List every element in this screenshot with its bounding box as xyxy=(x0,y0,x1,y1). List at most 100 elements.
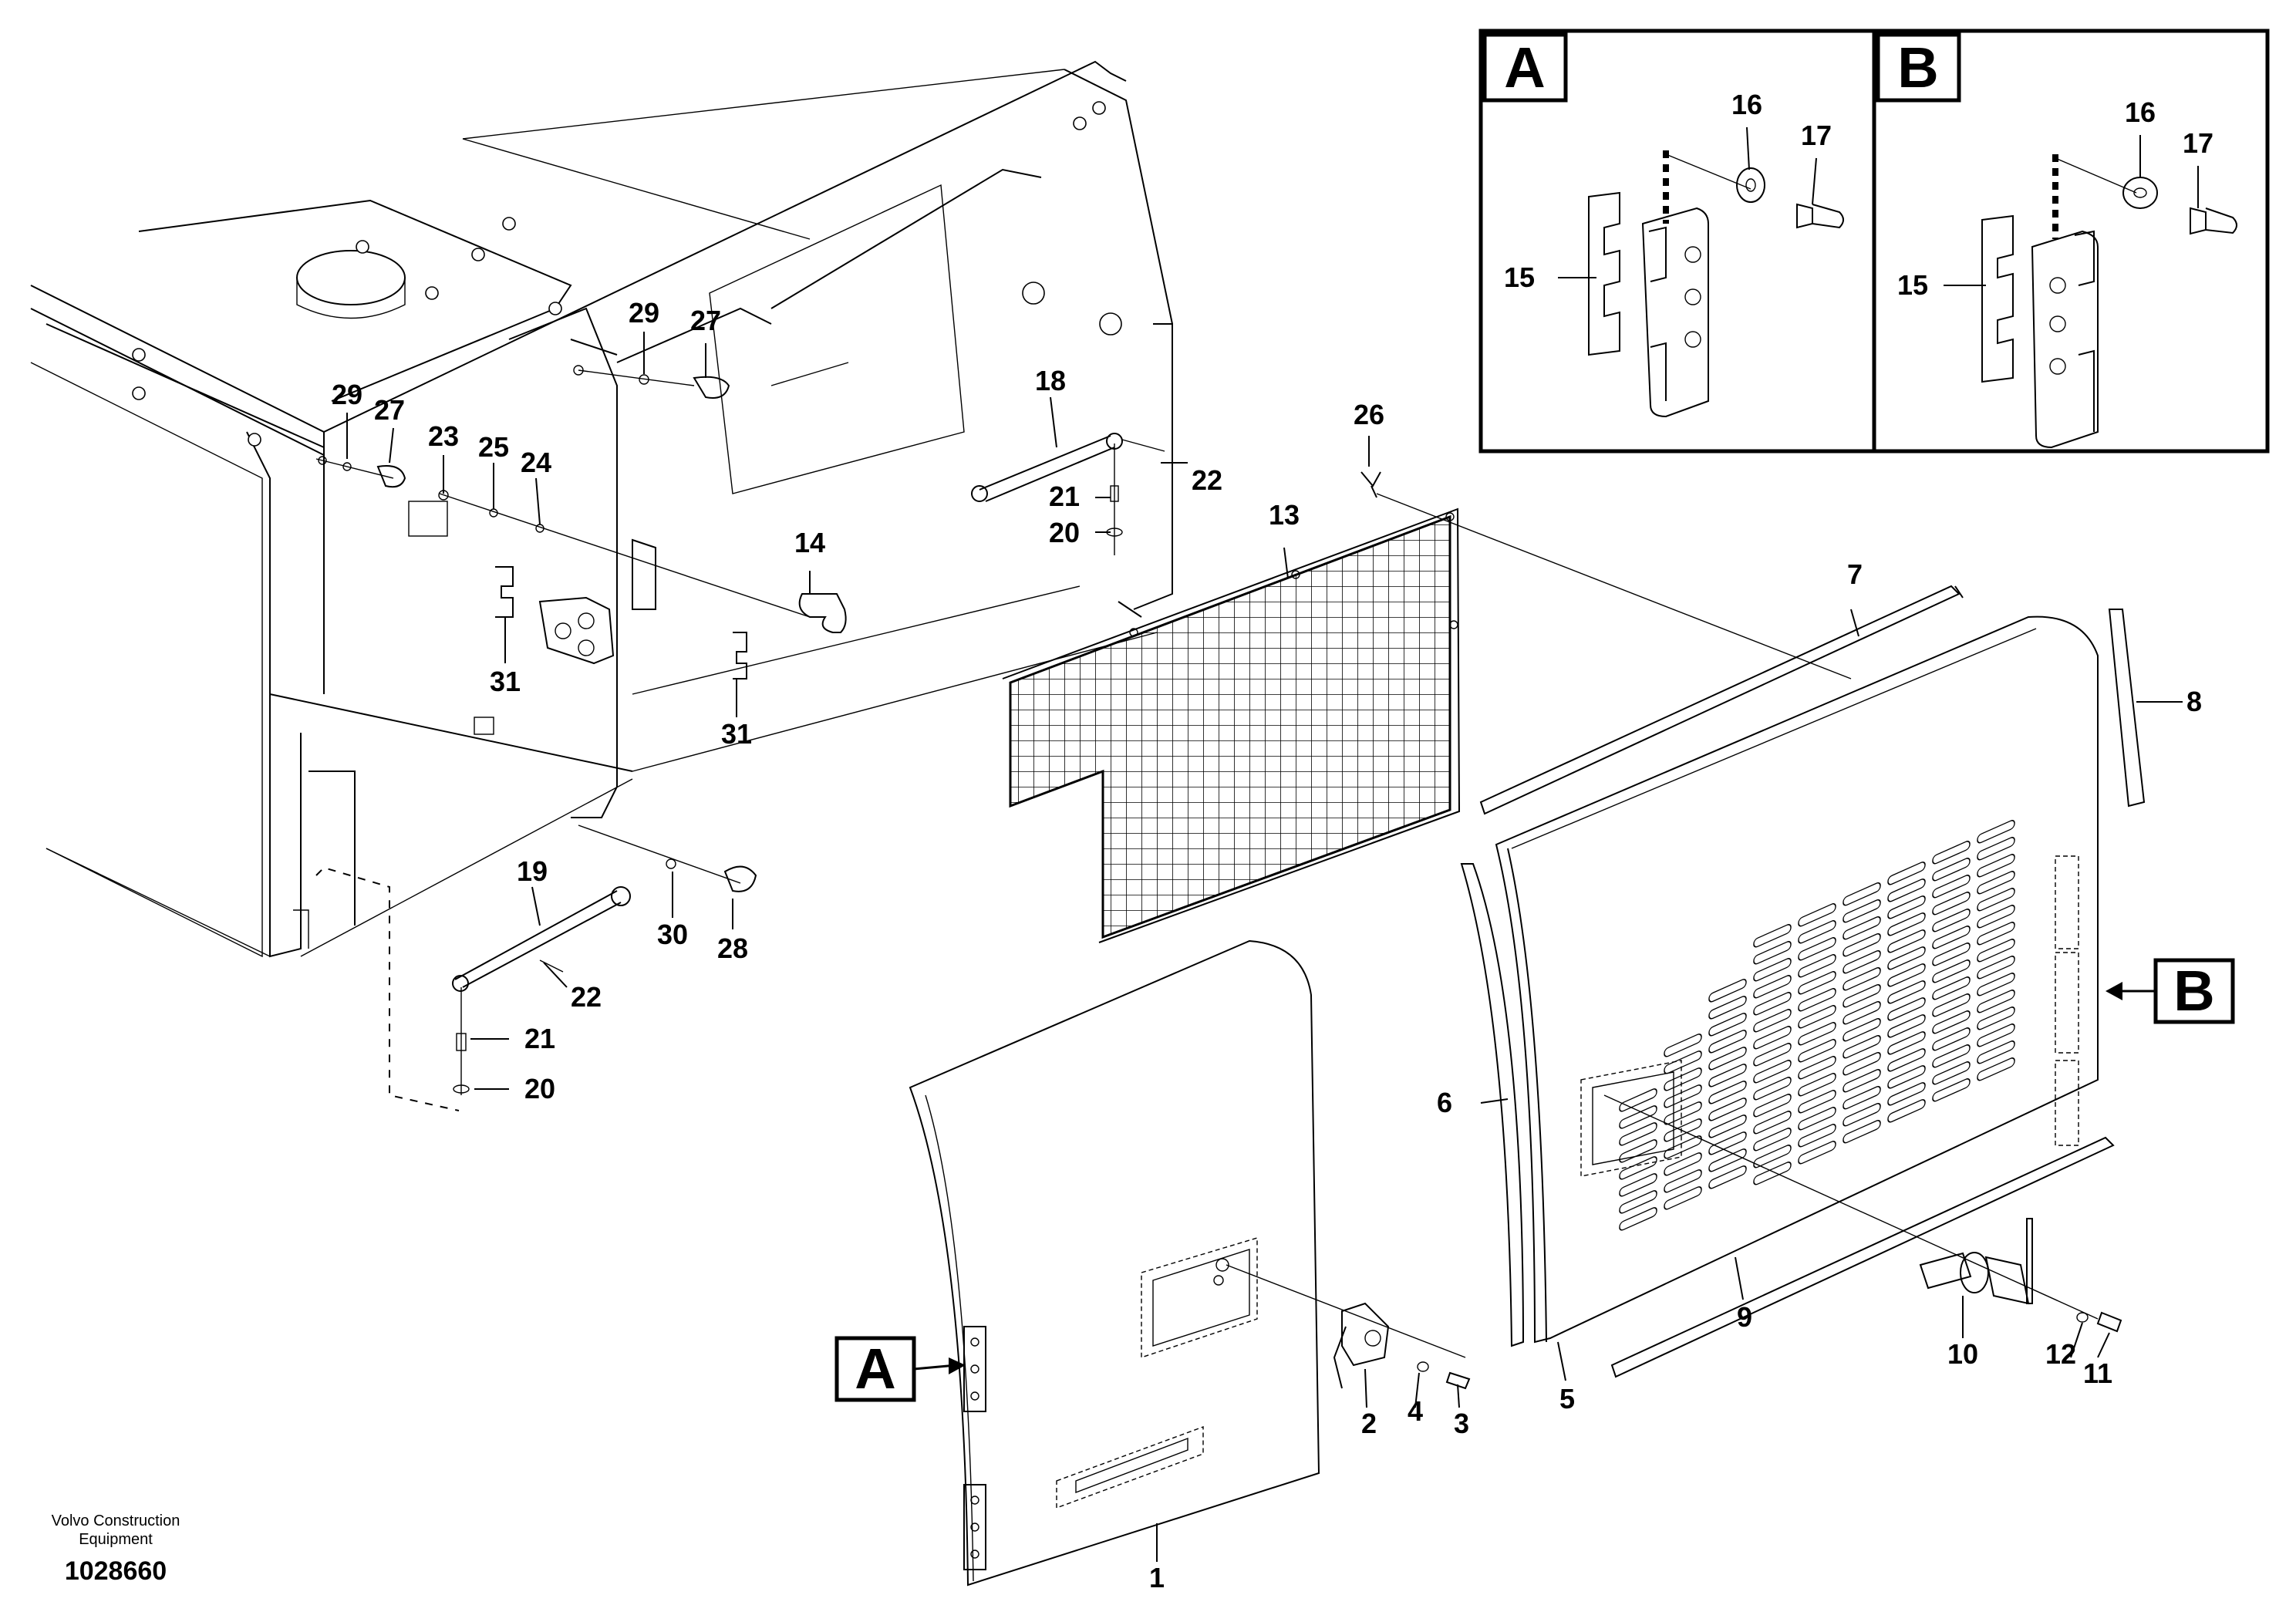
label-4: 4 xyxy=(1408,1395,1423,1427)
louver-slot xyxy=(1843,1001,1881,1025)
label-11: 11 xyxy=(2083,1357,2112,1389)
louver-slot xyxy=(1887,1031,1926,1055)
louver-slot xyxy=(1664,1067,1702,1091)
label-15-a: 15 xyxy=(1504,261,1535,293)
louver-slot xyxy=(1932,1061,1971,1085)
label-12: 12 xyxy=(2045,1338,2076,1370)
louver-slot xyxy=(1798,920,1836,944)
louver-slot xyxy=(1708,1098,1747,1121)
label-18: 18 xyxy=(1035,365,1066,396)
label-25: 25 xyxy=(478,431,509,463)
louver-slot xyxy=(1753,1128,1792,1152)
lock-assembly-10 xyxy=(1919,1218,2122,1333)
louver-slot xyxy=(1843,984,1881,1008)
louver-slot xyxy=(1708,1013,1747,1037)
louver-slot xyxy=(1843,1103,1881,1127)
louver-slot xyxy=(1753,992,1792,1016)
louver-slot xyxy=(1664,1118,1702,1142)
seal-strip-7 xyxy=(1479,585,1964,815)
louver-slot xyxy=(1843,933,1881,957)
louver-slot xyxy=(1708,1030,1747,1054)
louver-slot xyxy=(1708,1131,1747,1155)
louver-slot xyxy=(1887,997,1926,1021)
louver-slot xyxy=(1932,976,1971,1000)
callout-b: B xyxy=(2106,958,2235,1024)
label-14: 14 xyxy=(794,527,825,558)
louver-slot xyxy=(1798,903,1836,927)
louver-slot xyxy=(1708,1081,1747,1104)
detail-a-letter: A xyxy=(1504,35,1545,99)
detail-a-hinge: A xyxy=(1482,32,1844,418)
detail-b-hinge: B xyxy=(1876,32,2237,449)
label-31-left: 31 xyxy=(490,666,521,697)
label-16-b: 16 xyxy=(2125,96,2156,128)
label-27-right: 27 xyxy=(690,305,721,336)
louver-slot xyxy=(1977,1023,2015,1047)
label-23: 23 xyxy=(428,420,459,452)
louver-slot xyxy=(1977,888,2015,912)
louver-slot xyxy=(1619,1173,1657,1197)
louver-slot xyxy=(1887,862,1926,885)
louver-slot xyxy=(1798,1005,1836,1029)
louver-slot xyxy=(1887,963,1926,987)
label-29-left: 29 xyxy=(332,379,362,410)
callout-b-letter: B xyxy=(2173,959,2214,1023)
label-5: 5 xyxy=(1559,1383,1575,1415)
louver-slot xyxy=(1932,959,1971,983)
callout-a: A xyxy=(834,1336,966,1402)
louver-slot xyxy=(1977,1007,2015,1030)
louver-slot xyxy=(1932,892,1971,916)
louver-slot xyxy=(1887,980,1926,1004)
label-30: 30 xyxy=(657,919,688,950)
louver-slot xyxy=(1708,1114,1747,1138)
louver-slot xyxy=(1619,1105,1657,1129)
louver-slot xyxy=(1798,1039,1836,1063)
label-17-b: 17 xyxy=(2183,127,2213,159)
label-15-b: 15 xyxy=(1897,269,1928,301)
louver-slot xyxy=(1798,988,1836,1012)
louver-slot xyxy=(1843,1086,1881,1110)
louver-slot xyxy=(1798,1090,1836,1114)
louver-slot xyxy=(1664,1034,1702,1057)
louver-slot xyxy=(1977,939,2015,963)
louver-slot xyxy=(1977,837,2015,861)
louver-slot xyxy=(1843,882,1881,906)
louver-slot xyxy=(1664,1135,1702,1159)
louver-slot xyxy=(1977,820,2015,844)
label-3: 3 xyxy=(1454,1408,1469,1439)
louver-slot xyxy=(1932,1027,1971,1051)
label-28: 28 xyxy=(717,932,748,964)
louver-slot xyxy=(1798,937,1836,961)
louver-slot xyxy=(1932,1044,1971,1068)
mesh-screen-13 xyxy=(1002,471,1852,943)
louver-slot xyxy=(1753,941,1792,965)
louver-slot xyxy=(1977,990,2015,1013)
louver-slot xyxy=(1708,1148,1747,1172)
label-26: 26 xyxy=(1354,399,1384,430)
louver-slot xyxy=(1977,871,2015,895)
louver-slot xyxy=(1932,993,1971,1017)
louver-slot xyxy=(1664,1152,1702,1176)
louver-slot xyxy=(1932,875,1971,899)
louver-slot xyxy=(1887,1082,1926,1106)
louver-slot xyxy=(1887,946,1926,970)
label-1: 1 xyxy=(1149,1562,1165,1593)
louver-slot xyxy=(1887,1065,1926,1089)
louver-slot xyxy=(1843,1052,1881,1076)
louver-slot xyxy=(1932,943,1971,966)
louver-slot xyxy=(1798,1056,1836,1080)
louver-slot xyxy=(1708,1064,1747,1088)
louver-slot xyxy=(1977,922,2015,946)
louver-slot xyxy=(1753,1043,1792,1067)
louver-slot xyxy=(1753,1009,1792,1033)
louver-slot xyxy=(1753,1162,1792,1185)
louver-slot xyxy=(1932,1078,1971,1102)
louver-slot xyxy=(1843,1069,1881,1093)
louver-slot xyxy=(1619,1122,1657,1146)
louver-slot xyxy=(1887,895,1926,919)
louver-slot xyxy=(1932,841,1971,865)
label-21: 21 xyxy=(1049,481,1080,512)
louver-slot xyxy=(1887,1014,1926,1038)
louver-slot xyxy=(1664,1101,1702,1125)
louver-slot xyxy=(1619,1088,1657,1112)
